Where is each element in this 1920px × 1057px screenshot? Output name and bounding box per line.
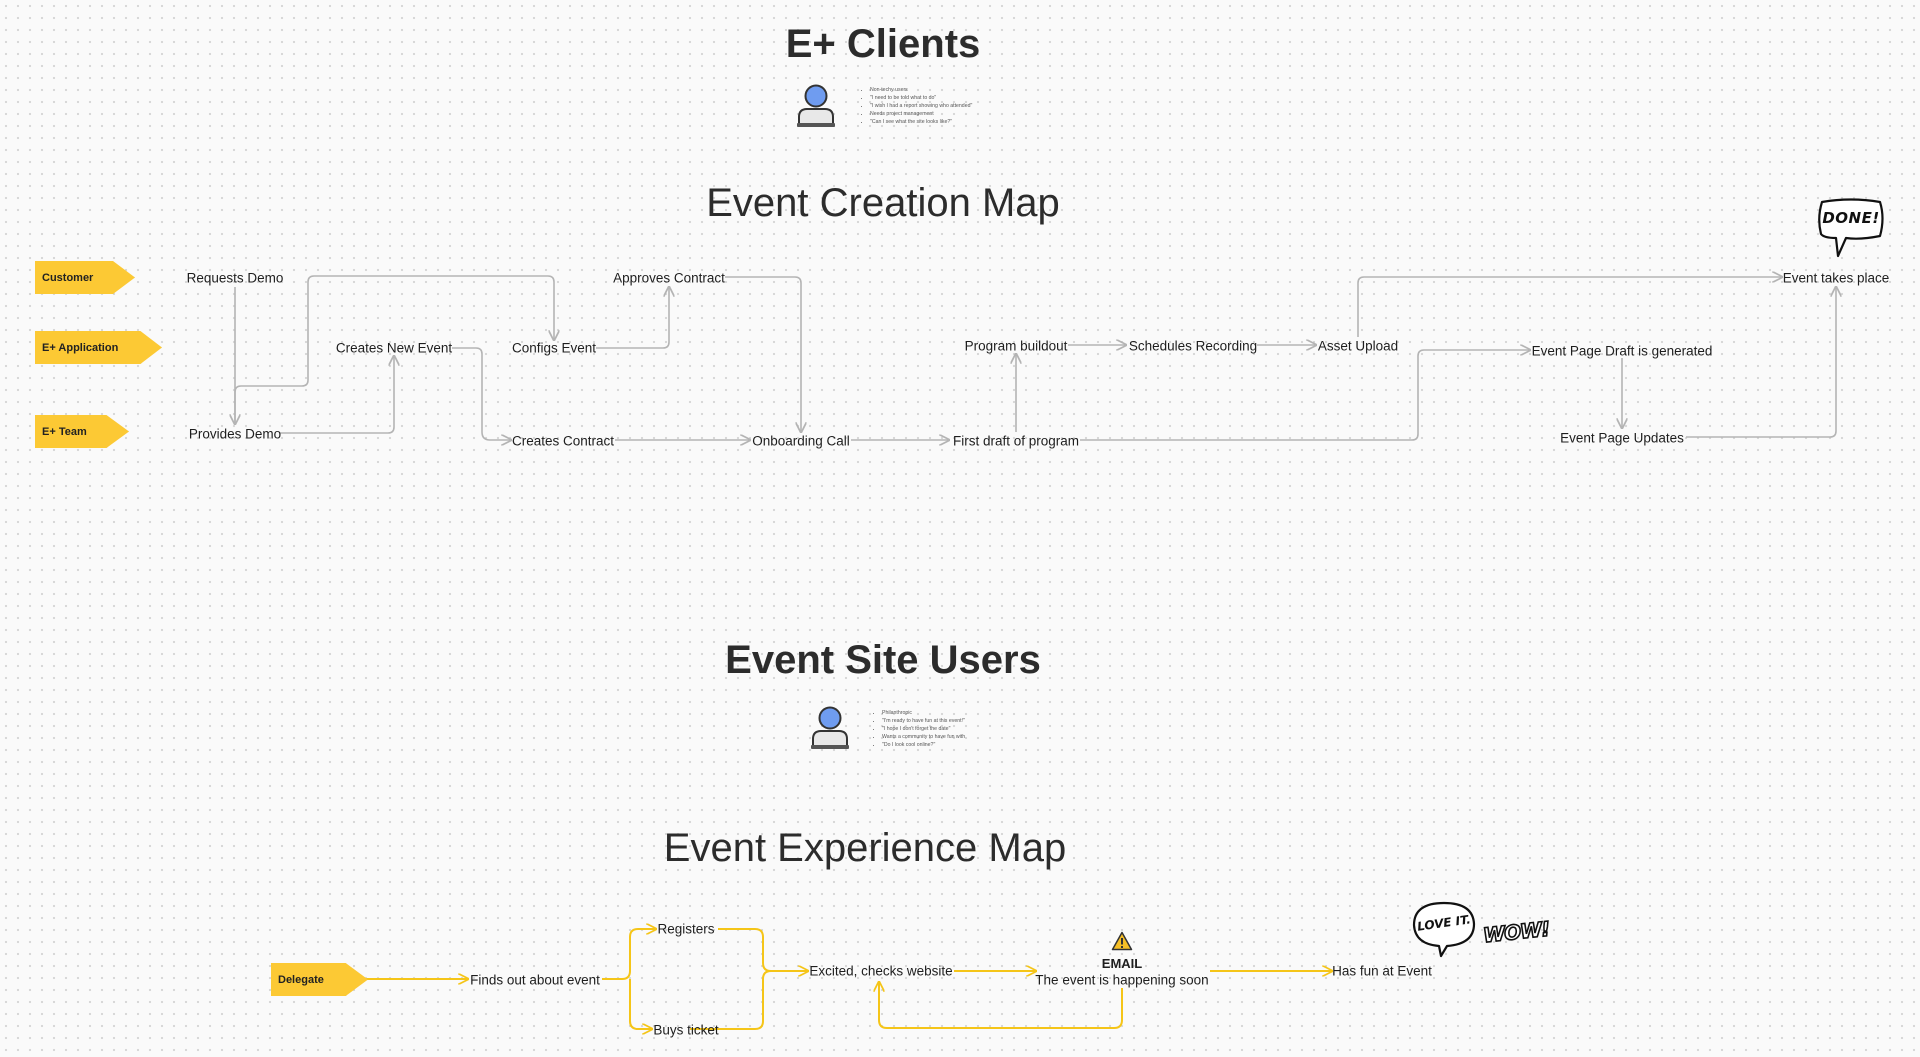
node-page-updates: Event Page Updates	[1560, 430, 1684, 446]
node-creates-contract: Creates Contract	[511, 433, 615, 449]
edge-registers-to-excited	[718, 928, 808, 971]
site-users-note: Philanthropic	[882, 709, 965, 717]
edge-finds-to-buys	[629, 979, 652, 1029]
node-schedules-recording: Schedules Recording	[1128, 338, 1258, 354]
node-program-buildout: Program buildout	[964, 338, 1068, 354]
lane-e-application: E+ Application	[35, 331, 162, 364]
node-registers: Registers	[657, 921, 715, 937]
site-users-notes: Philanthropic "I'm ready to have fun at …	[874, 709, 965, 749]
clients-note: "I need to be told what to do"	[870, 94, 972, 102]
edge-finds-to-registers	[602, 929, 656, 980]
node-creates-new-event: Creates New Event	[335, 340, 453, 356]
node-finds-out: Finds out about event	[470, 972, 600, 988]
site-users-note: "I'm ready to have fun at this event!"	[882, 717, 965, 725]
edge-approves-to-onboarding	[725, 276, 801, 432]
node-first-draft: First draft of program	[952, 433, 1080, 449]
warning-icon	[1111, 931, 1133, 956]
edge-asset-to-event	[1357, 277, 1782, 337]
clients-note: "Can I see what the site looks like?"	[870, 118, 972, 126]
edge-updates-to-event	[1686, 287, 1836, 438]
node-buys-ticket: Buys ticket	[653, 1022, 719, 1038]
edge-creates-new-to-contract	[452, 347, 511, 440]
email-body: The event is happening soon	[1035, 972, 1209, 988]
node-event-takes-place: Event takes place	[1782, 270, 1890, 286]
site-users-note: "Do I look cool online?"	[882, 741, 965, 749]
node-configs-event: Configs Event	[511, 340, 597, 356]
site-users-note: Wants a community to have fun with	[882, 733, 965, 741]
node-excited: Excited, checks website	[809, 963, 953, 979]
lane-delegate: Delegate	[271, 963, 368, 996]
edge-email-loop-back	[879, 982, 1123, 1029]
user-icon	[809, 705, 851, 756]
node-requests-demo: Requests Demo	[186, 270, 284, 286]
node-approves-contract: Approves Contract	[613, 270, 725, 286]
site-users-title: Event Site Users	[725, 638, 1041, 682]
lane-customer: Customer	[35, 261, 135, 294]
node-asset-upload: Asset Upload	[1317, 338, 1399, 354]
edge-configs-to-approves	[596, 287, 669, 349]
email-title: EMAIL	[1101, 956, 1143, 971]
node-onboarding-call: Onboarding Call	[752, 433, 850, 449]
lane-e-team: E+ Team	[35, 415, 129, 448]
creation-map-title: Event Creation Map	[706, 181, 1060, 225]
node-provides-demo: Provides Demo	[188, 426, 282, 442]
edge-provides-to-configs	[234, 275, 554, 424]
clients-title: E+ Clients	[785, 22, 981, 66]
done-sticker-text: DONE!	[1822, 209, 1880, 227]
done-sticker: DONE!	[1816, 198, 1886, 260]
clients-note: Non-techy users	[870, 86, 972, 94]
clients-notes: Non-techy users "I need to be told what …	[862, 86, 972, 126]
experience-map-title: Event Experience Map	[663, 826, 1067, 870]
node-has-fun: Has fun at Event	[1332, 963, 1432, 979]
love-it-sticker: LOVE IT.	[1411, 900, 1477, 958]
clients-note: Needs project management	[870, 110, 972, 118]
site-users-note: "I hope I don't forget the date"	[882, 725, 965, 733]
clients-note: "I wish I had a report showing who atten…	[870, 102, 972, 110]
edge-first-draft-to-page-draft	[1080, 350, 1530, 441]
edge-provides-to-creates-new	[280, 356, 394, 434]
node-page-draft: Event Page Draft is generated	[1531, 343, 1713, 359]
user-icon	[795, 83, 837, 134]
edge-buys-to-excited	[690, 970, 772, 1030]
